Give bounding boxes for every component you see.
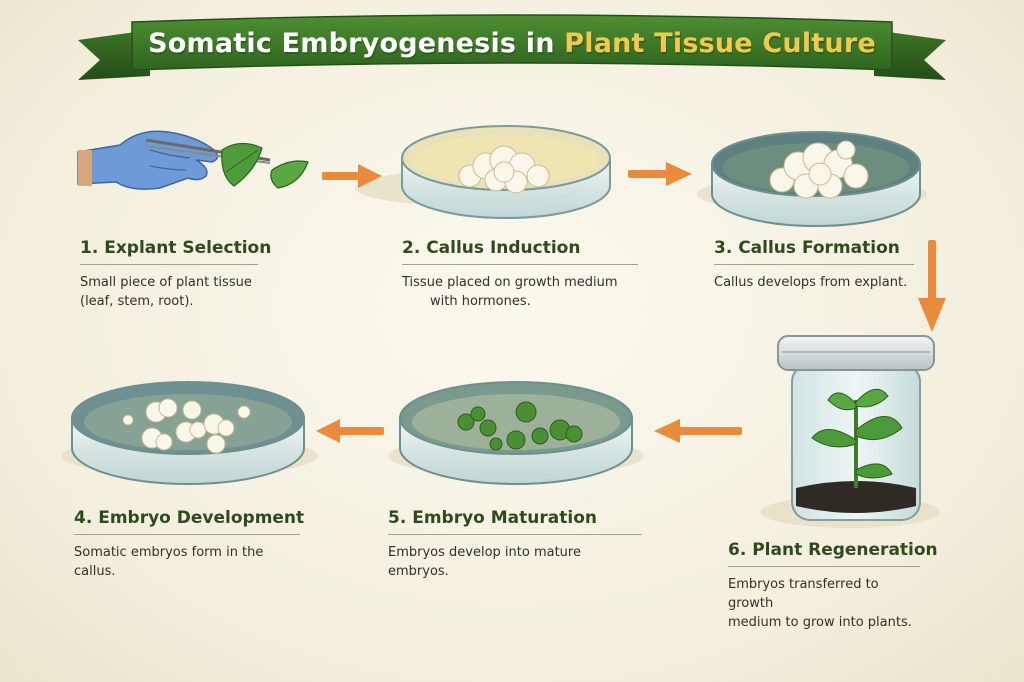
- arrow-icon: [628, 162, 692, 186]
- step-desc-line: Somatic embryos form in the callus.: [74, 545, 264, 579]
- step-2: 2. Callus Induction Tissue placed on gro…: [402, 238, 638, 311]
- step-3: 3. Callus Formation Callus develops from…: [714, 238, 914, 292]
- callus-icon: [122, 398, 251, 454]
- step-description: Tissue placed on growth medium with horm…: [402, 273, 638, 311]
- step-6: 6. Plant Regeneration Embryos transferre…: [728, 540, 938, 632]
- arrow-icon: [654, 419, 742, 443]
- step-description: Embryos develop into mature embryos.: [388, 543, 642, 581]
- step-description: Embryos transferred to growth medium to …: [728, 575, 920, 632]
- step-title: 5. Embryo Maturation: [388, 508, 642, 535]
- arrow-icon: [322, 164, 382, 188]
- title-part1: Somatic Embryogenesis in: [148, 28, 565, 59]
- step-title: 4. Embryo Development: [74, 508, 304, 535]
- step-desc-line: Callus develops from explant.: [714, 275, 908, 290]
- embryo-icon: [457, 401, 583, 451]
- step-desc-line: with hormones.: [430, 294, 531, 309]
- step-title: 1. Explant Selection: [80, 238, 271, 265]
- plantlet-icon: [811, 388, 903, 488]
- step1-illustration: [77, 130, 309, 190]
- step-4: 4. Embryo Development Somatic embryos fo…: [74, 508, 304, 581]
- step-description: Somatic embryos form in the callus.: [74, 543, 300, 581]
- leaf-icon: [221, 142, 263, 187]
- step-description: Small piece of plant tissue (leaf, stem,…: [80, 273, 258, 311]
- culture-jar-icon: [777, 335, 935, 521]
- title-part2: Plant Tissue Culture: [564, 28, 876, 59]
- step-1: 1. Explant Selection Small piece of plan…: [80, 238, 271, 311]
- arrow-icon: [316, 419, 384, 443]
- callus-icon: [769, 140, 869, 199]
- step-desc-line: medium to grow into plants.: [728, 615, 912, 630]
- step-desc-line: Embryos transferred to growth: [728, 577, 879, 611]
- step-5: 5. Embryo Maturation Embryos develop int…: [388, 508, 642, 581]
- petri-dish-icon: [71, 381, 305, 485]
- step-desc-line: Tissue placed on growth medium: [402, 275, 618, 290]
- page-title: Somatic Embryogenesis in Plant Tissue Cu…: [0, 28, 1024, 59]
- arrow-icon: [918, 240, 946, 332]
- step-title: 2. Callus Induction: [402, 238, 638, 265]
- petri-dish-icon: [401, 125, 611, 219]
- step-desc-line: (leaf, stem, root).: [80, 294, 194, 309]
- petri-dish-icon: [711, 131, 921, 227]
- step-title: 3. Callus Formation: [714, 238, 914, 265]
- callus-icon: [458, 145, 550, 194]
- step-description: Callus develops from explant.: [714, 273, 914, 292]
- step-desc-line: Small piece of plant tissue: [80, 275, 252, 290]
- petri-dish-icon: [399, 381, 633, 485]
- step-desc-line: Embryos develop into mature embryos.: [388, 545, 581, 579]
- title-banner: [131, 14, 893, 71]
- step-title: 6. Plant Regeneration: [728, 540, 938, 567]
